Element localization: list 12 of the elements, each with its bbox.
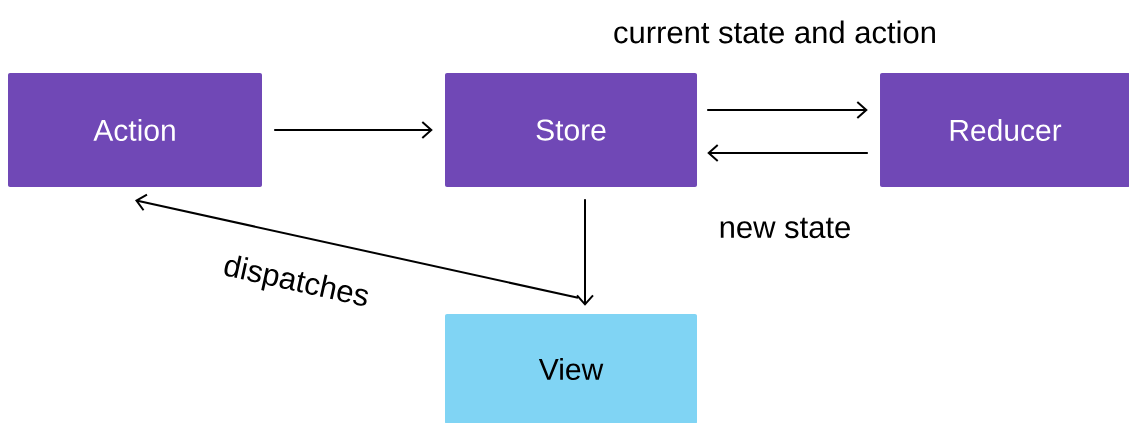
arrow bbox=[706, 101, 868, 119]
arrow bbox=[135, 193, 579, 299]
process-box: Reducer bbox=[880, 73, 1129, 187]
process-box: View bbox=[445, 314, 697, 423]
edge-label: new state bbox=[720, 217, 850, 239]
arrow bbox=[707, 144, 869, 162]
process-box: Store bbox=[445, 73, 697, 187]
arrow bbox=[576, 198, 594, 306]
edge-label: dispatches bbox=[224, 255, 368, 306]
process-box: Action bbox=[8, 73, 262, 187]
arrow bbox=[273, 121, 433, 139]
edge-label: current state and action bbox=[614, 20, 935, 44]
